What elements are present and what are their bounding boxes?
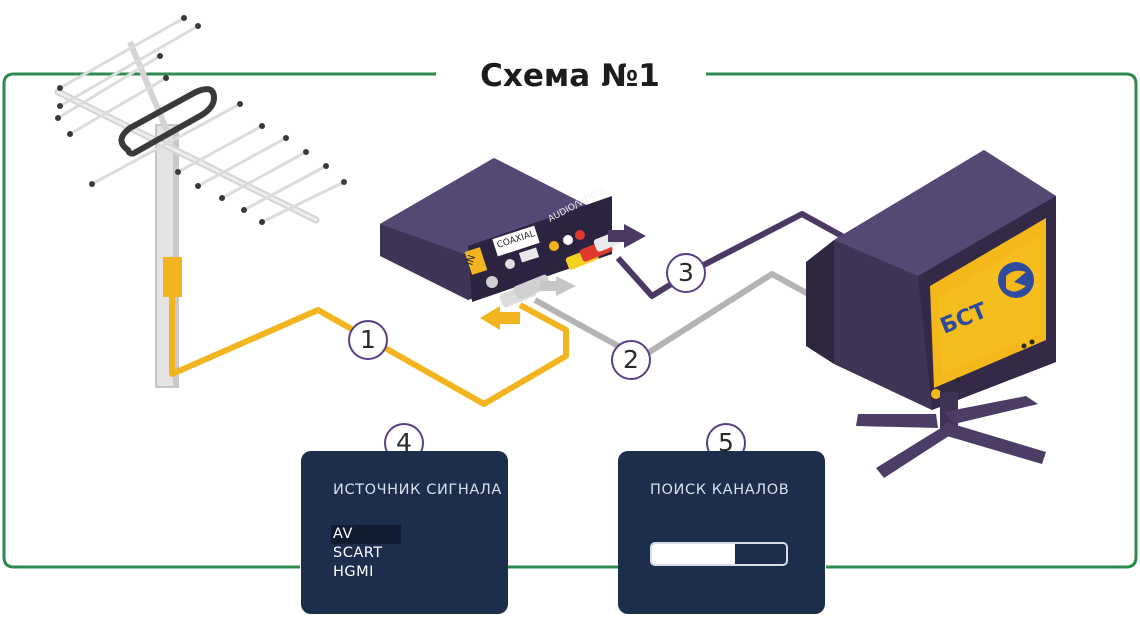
signal-option-hgmi[interactable]: HGMI — [333, 564, 374, 580]
port-label-in: IN — [464, 254, 478, 267]
signal-option-scart[interactable]: SCART — [333, 545, 383, 561]
step-badge-3: 3 — [666, 253, 706, 293]
channel-search-title: ПОИСК КАНАЛОВ — [650, 482, 790, 498]
channel-search-panel: ПОИСК КАНАЛОВ — [618, 451, 825, 614]
arrow-av-icon — [608, 224, 646, 248]
scheme-title: Схема №1 — [440, 52, 700, 100]
cable-antenna — [169, 290, 569, 407]
step-badge-1: 1 — [348, 320, 388, 360]
scheme-frame — [2, 72, 1138, 569]
receiver — [380, 158, 627, 308]
arrow-coax-icon — [540, 276, 576, 296]
progress-fill — [652, 544, 736, 564]
arrow-in-icon — [480, 306, 520, 330]
channel-search-progress — [650, 542, 788, 566]
tv — [806, 150, 1056, 478]
signal-option-av[interactable]: AV — [331, 525, 401, 544]
step-badge-2: 2 — [611, 340, 651, 380]
antenna — [54, 15, 347, 388]
signal-source-title: ИСТОЧНИК СИГНАЛА — [333, 482, 502, 498]
signal-source-panel: ИСТОЧНИК СИГНАЛА AV SCART HGMI — [301, 451, 508, 614]
